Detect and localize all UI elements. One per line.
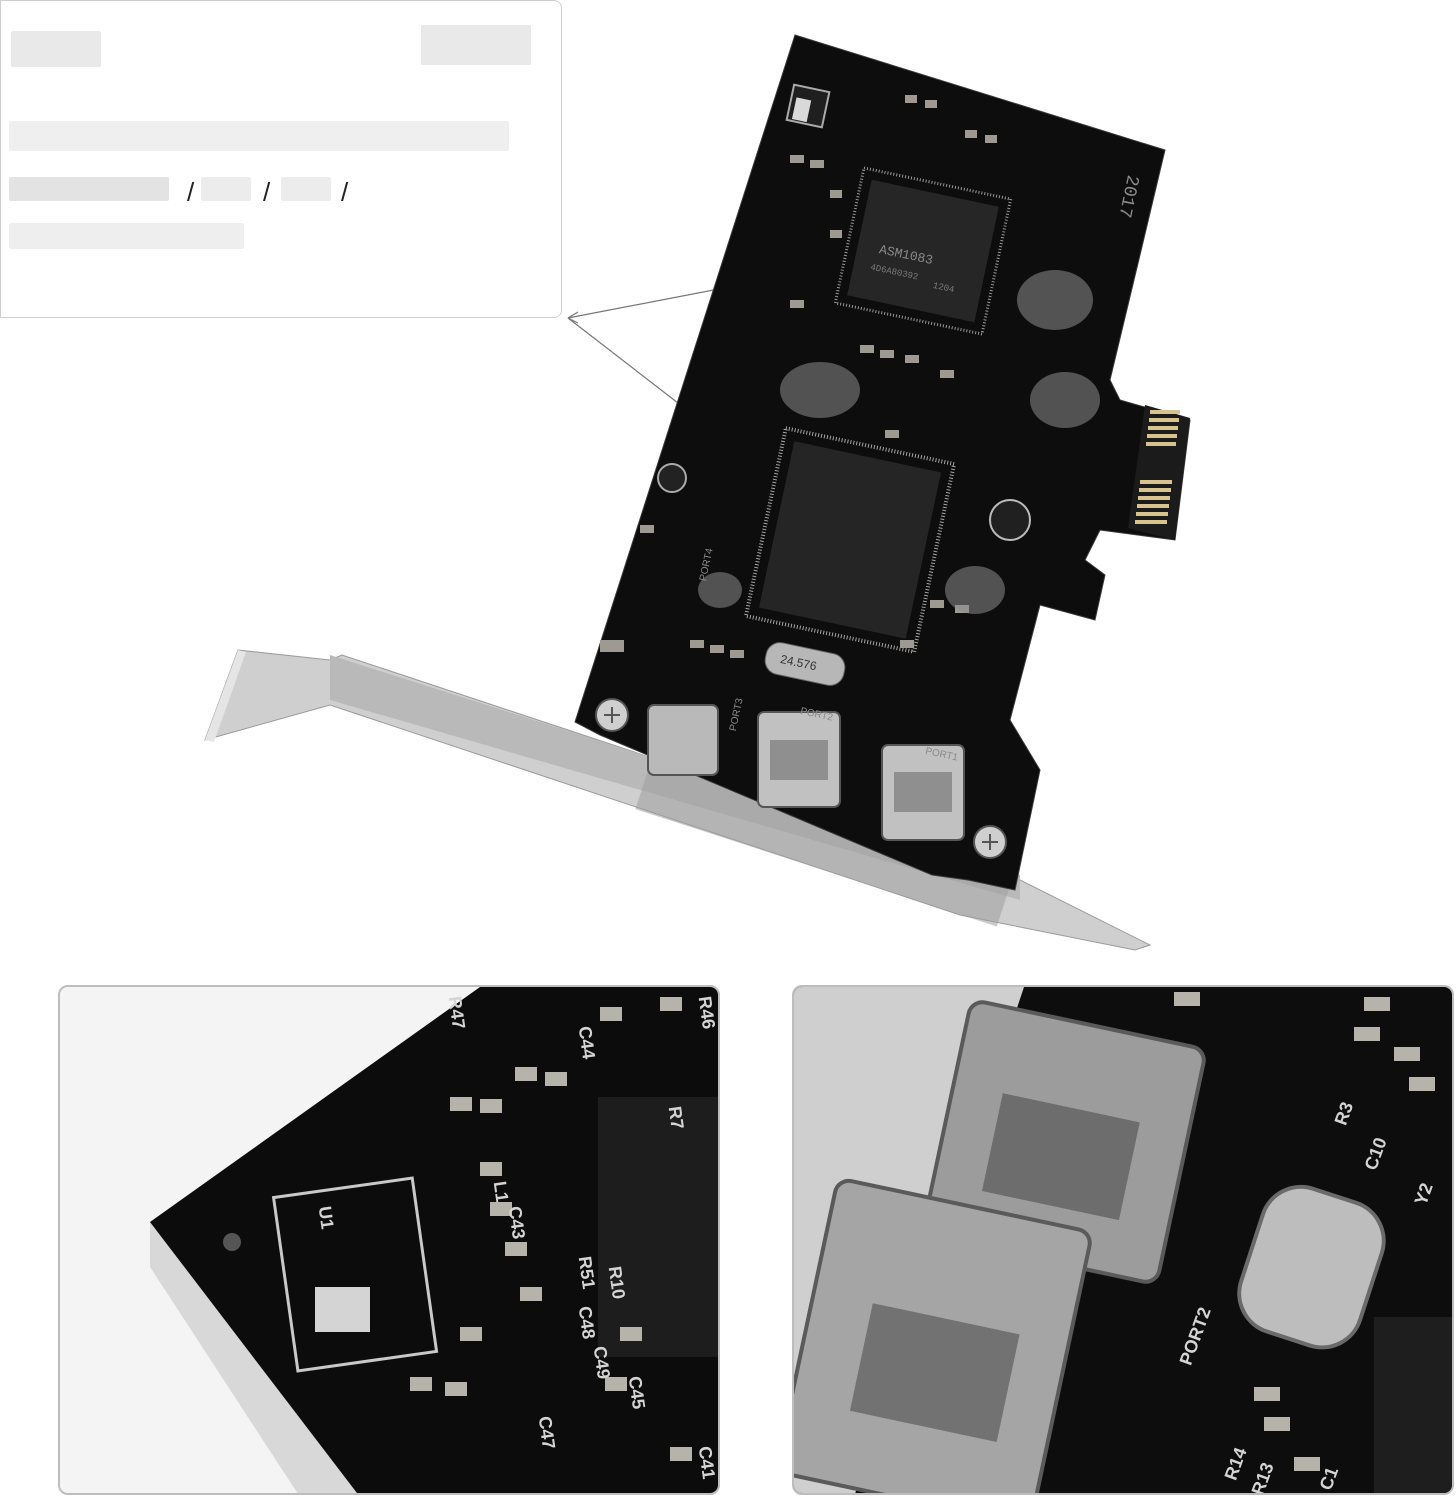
crystal-oscillator	[764, 642, 846, 686]
firewire-ports	[647, 704, 965, 841]
pcie-gold-fingers	[1135, 410, 1180, 524]
label-r47: R47	[445, 995, 469, 1030]
detail-chip-edge	[1374, 1317, 1452, 1493]
label-r46: R46	[695, 995, 719, 1030]
detail-view-ports: PORT2 Y2 R3 C10 R14 R13 C1	[792, 985, 1454, 1495]
pcie-card-photo: ASM1083 4D6A80392 1204 24.576 2017	[204, 34, 1191, 951]
label-c48: C48	[575, 1305, 599, 1340]
label-c44: C44	[575, 1025, 599, 1060]
label-r10: R10	[605, 1265, 629, 1300]
callout-box: / / /	[0, 0, 562, 318]
detail-left-pads	[410, 997, 692, 1461]
label-l1: L1	[490, 1180, 513, 1204]
label-r7: R7	[665, 1105, 688, 1131]
chip-u5-code: 1204	[932, 281, 955, 295]
regulator-tab	[315, 1287, 370, 1332]
detail-right-pads	[1174, 992, 1435, 1471]
label-c49: C49	[590, 1345, 614, 1380]
detail-view-regulator: R47 R46 C43 C45 C47 C48 C49 C41 C44 L1 U…	[58, 985, 720, 1495]
chip-edge	[598, 1097, 718, 1357]
chip-u5: ASM1083 4D6A80392 1204	[833, 166, 1013, 336]
label-u1: U1	[315, 1205, 338, 1231]
label-c47: C47	[535, 1415, 559, 1450]
detail-crystal	[1237, 1184, 1386, 1350]
capacitor-c2	[989, 499, 1031, 541]
detail-firewire-port-lower	[794, 1178, 1092, 1493]
pcb-board: ASM1083 4D6A80392 1204 24.576 2017	[574, 34, 1191, 891]
label-r51: R51	[575, 1255, 599, 1290]
label-c43: C43	[505, 1205, 529, 1240]
label-c41: C41	[695, 1445, 719, 1480]
blur-artifacts	[698, 270, 1100, 614]
capacitor-c1	[657, 463, 687, 493]
label-c45: C45	[625, 1375, 649, 1410]
